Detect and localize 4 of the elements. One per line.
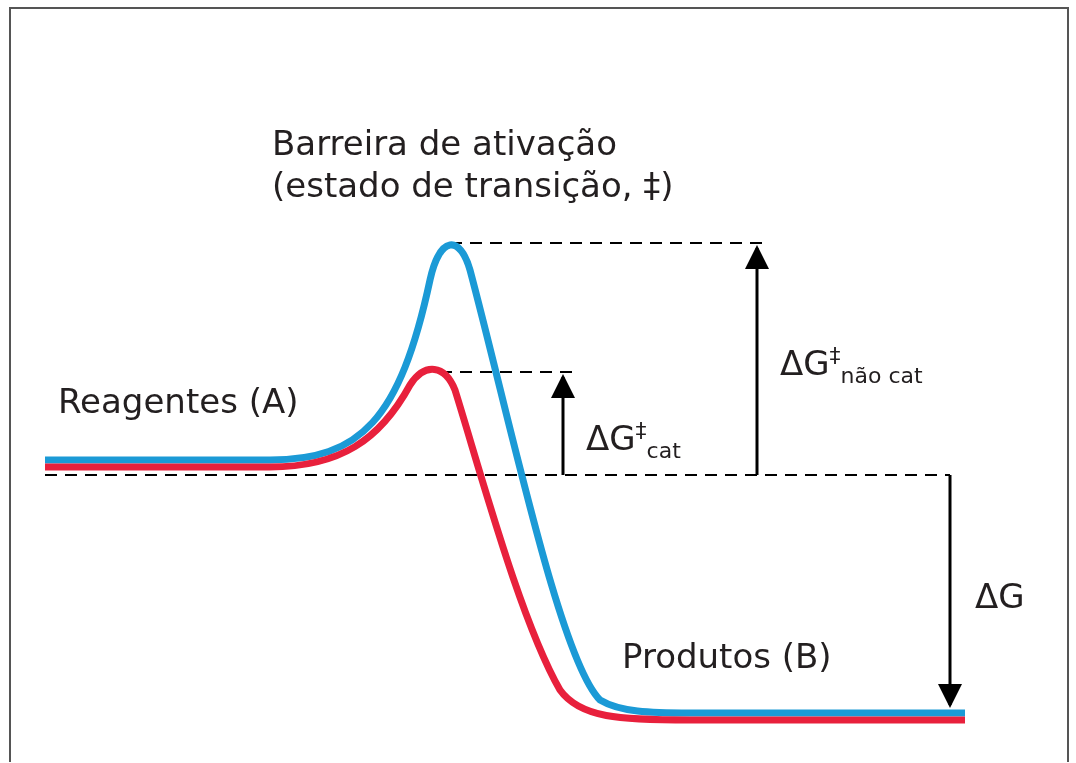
barrier-label: Barreira de ativação (estado de transição, ‡) [272, 122, 675, 206]
state-label: Reagentes (A) [58, 380, 299, 422]
energy-label: ΔG [975, 575, 1025, 617]
state-label: Produtos (B) [622, 635, 832, 677]
